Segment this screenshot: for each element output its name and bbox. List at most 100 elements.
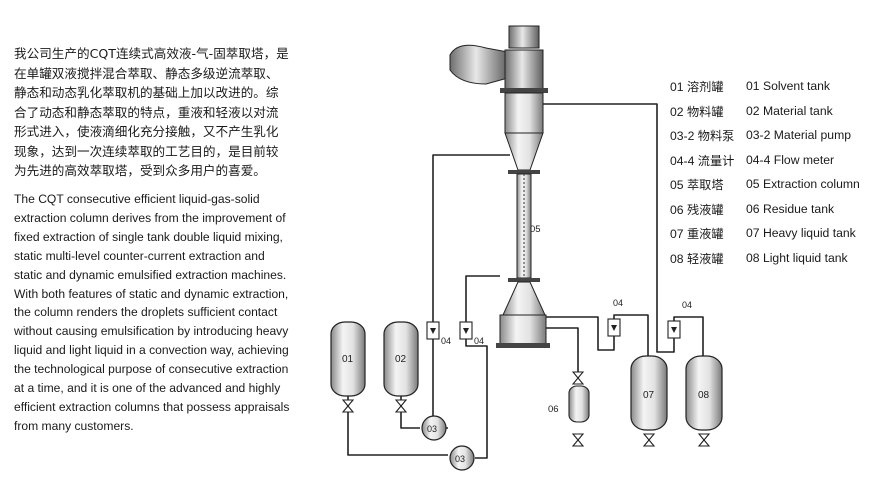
description-en-line: The CQT consecutive efficient liquid-gas… [14,192,260,206]
pump-03-b: 03 [449,445,475,471]
upper-chamber [504,92,544,134]
pipe-column-top-to-flowmeter-d [540,103,675,353]
lower-base [496,343,550,348]
pipe-flowmeter-a-to-column-top [432,154,510,322]
legend-item-solvent-tank: 01 溶剂罐 01 Solvent tank [670,74,875,99]
column-label-05: 05 [530,224,541,235]
legend-item-material-pump: 03-2 物料泵 03-2 Material pump [670,123,875,148]
legend-item-material-tank: 02 物料罐 02 Material tank [670,99,875,124]
tank-label-06: 06 [548,404,559,415]
flowmeter-label-04: 04 [613,298,623,308]
description-en-line: fixed extraction of single tank double l… [14,229,283,244]
legend-cn: 03-2 物料泵 [670,129,735,144]
pipe-column-to-tank06 [545,327,579,378]
extraction-column-05: 05 [449,25,550,348]
drive-gear-left [449,44,509,85]
description-en-line: extraction column derives from the impro… [14,210,286,225]
tank-06: 06 [548,385,590,423]
description-en-line: liquid and light liquid in a convection … [14,343,289,358]
description-cn-line: 形式进入，使液滴细化充分接触，又不产生乳化 [14,124,279,139]
description-en-line: from many customers. [14,418,134,433]
description-en-line: the column renders the droplets sufficie… [14,305,278,320]
tank-label-07: 07 [643,390,655,401]
tank-label-02: 02 [395,354,407,365]
valve-icon [571,371,585,385]
upper-cone [504,132,544,171]
tank-label-01: 01 [342,354,354,365]
flowmeter-label-04: 04 [441,336,451,346]
legend-en: 03-2 Material pump [746,128,851,143]
legend-item-heavy-liquid-tank: 07 重液罐 07 Heavy liquid tank [670,221,875,246]
lower-chamber [499,314,547,346]
lower-cone [502,281,546,316]
pipe-pump03a-to-flowmeter-a [432,339,448,429]
description-chinese: 我公司生产的CQT连续式高效液-气-固萃取塔，是 在单罐双液搅拌混合萃取、静态多… [14,44,330,181]
valve-icon [341,399,355,413]
pipe-tank01-to-pump03b [347,396,448,456]
pump-03-a: 03 [421,415,447,441]
pump-label-03: 03 [427,424,437,434]
description-en-line: With both features of static and dynamic… [14,286,289,301]
valve-icon [697,433,711,447]
pipe-flowmeter-d-to-tank08 [673,316,704,362]
pump-label-03: 03 [455,454,465,464]
legend-cn: 08 轻液罐 [670,251,724,266]
tank-07: 07 [630,355,668,431]
description-en-line: static multi-level counter-current extra… [14,248,265,263]
description-cn-line: 在单罐双液搅拌混合萃取、静态多级逆流萃取、 [14,65,279,81]
lower-flange [508,278,540,282]
valve-icon [642,433,656,447]
tank-02: 02 [383,321,419,397]
tank-08: 08 [685,355,723,431]
legend-item-residue-tank: 06 残液罐 06 Residue tank [670,197,875,222]
flowmeter-04-d: 04 [667,300,692,339]
tank-01: 01 [330,321,366,397]
description-en-line: efficient extraction columns that posses… [14,399,290,414]
flowmeter-04-c: 04 [607,298,623,337]
description-cn-line: 静态和动态乳化萃取机的基础上加以改进的。综 [14,85,279,100]
flowmeter-04-a: 04 [426,321,451,346]
legend-en: 08 Light liquid tank [746,250,848,265]
valve-icon [571,433,585,447]
flowmeter-label-04: 04 [682,300,692,310]
legend-cn: 07 重液罐 [670,227,724,242]
pipe-flowmeter-c-to-tank07 [613,314,649,362]
legend-item-light-liquid-tank: 08 轻液罐 08 Light liquid tank [670,246,875,271]
legend-en: 01 Solvent tank [746,79,831,94]
legend-en: 04-4 Flow meter [746,152,835,167]
legend-cn: 01 溶剂罐 [670,80,724,95]
legend-en: 07 Heavy liquid tank [746,226,856,241]
description-en-line: static and dynamic emulsified extraction… [14,267,287,282]
legend-en: 06 Residue tank [746,201,835,216]
legend-item-flow-meter: 04-4 流量计 04-4 Flow meter [670,148,875,173]
description-cn-line: 为先进的高效萃取塔，受到众多用户的喜爱。 [14,163,266,178]
legend-en: 05 Extraction column [746,177,860,192]
tank-label-08: 08 [698,390,710,401]
legend-cn: 05 萃取塔 [670,178,724,193]
flowmeter-04-b: 04 [459,321,484,346]
drive-base [504,49,544,91]
description-en-line: the technological purpose of consecutive… [14,362,289,377]
description-cn-line: 我公司生产的CQT连续式高效液-气-固萃取塔，是 [14,46,289,61]
description-cn-line: 现象，达到一次连续萃取的工艺目的，是目前较 [14,143,279,159]
valves [341,371,711,447]
upper-flange [508,170,540,174]
legend: 01 溶剂罐 01 Solvent tank 02 物料罐 02 Materia… [670,74,875,270]
legend-en: 02 Material tank [746,103,833,118]
description-cn-line: 合了动态和静态萃取的特点，重液和轻液以对流 [14,104,279,120]
pipe-column-to-flowmeter-c [545,316,615,351]
legend-cn: 02 物料罐 [670,104,724,119]
description-en-line: at a time, and it is one of the advanced… [14,381,281,396]
description-en-line: without causing emulsification by introd… [14,324,289,339]
motor-housing [508,25,540,49]
legend-item-extraction-column: 05 萃取塔 05 Extraction column [670,172,875,197]
legend-cn: 06 残液罐 [670,202,724,217]
pipe-flowmeter-b-to-column-bottom [465,275,500,322]
valve-icon [394,399,408,413]
description-english: The CQT consecutive efficient liquid-gas… [14,190,334,436]
pipes [347,103,704,459]
pipe-pump03b-to-flowmeter-b [465,337,488,459]
drive-flange [500,88,548,93]
flowmeter-label-04: 04 [474,336,484,346]
